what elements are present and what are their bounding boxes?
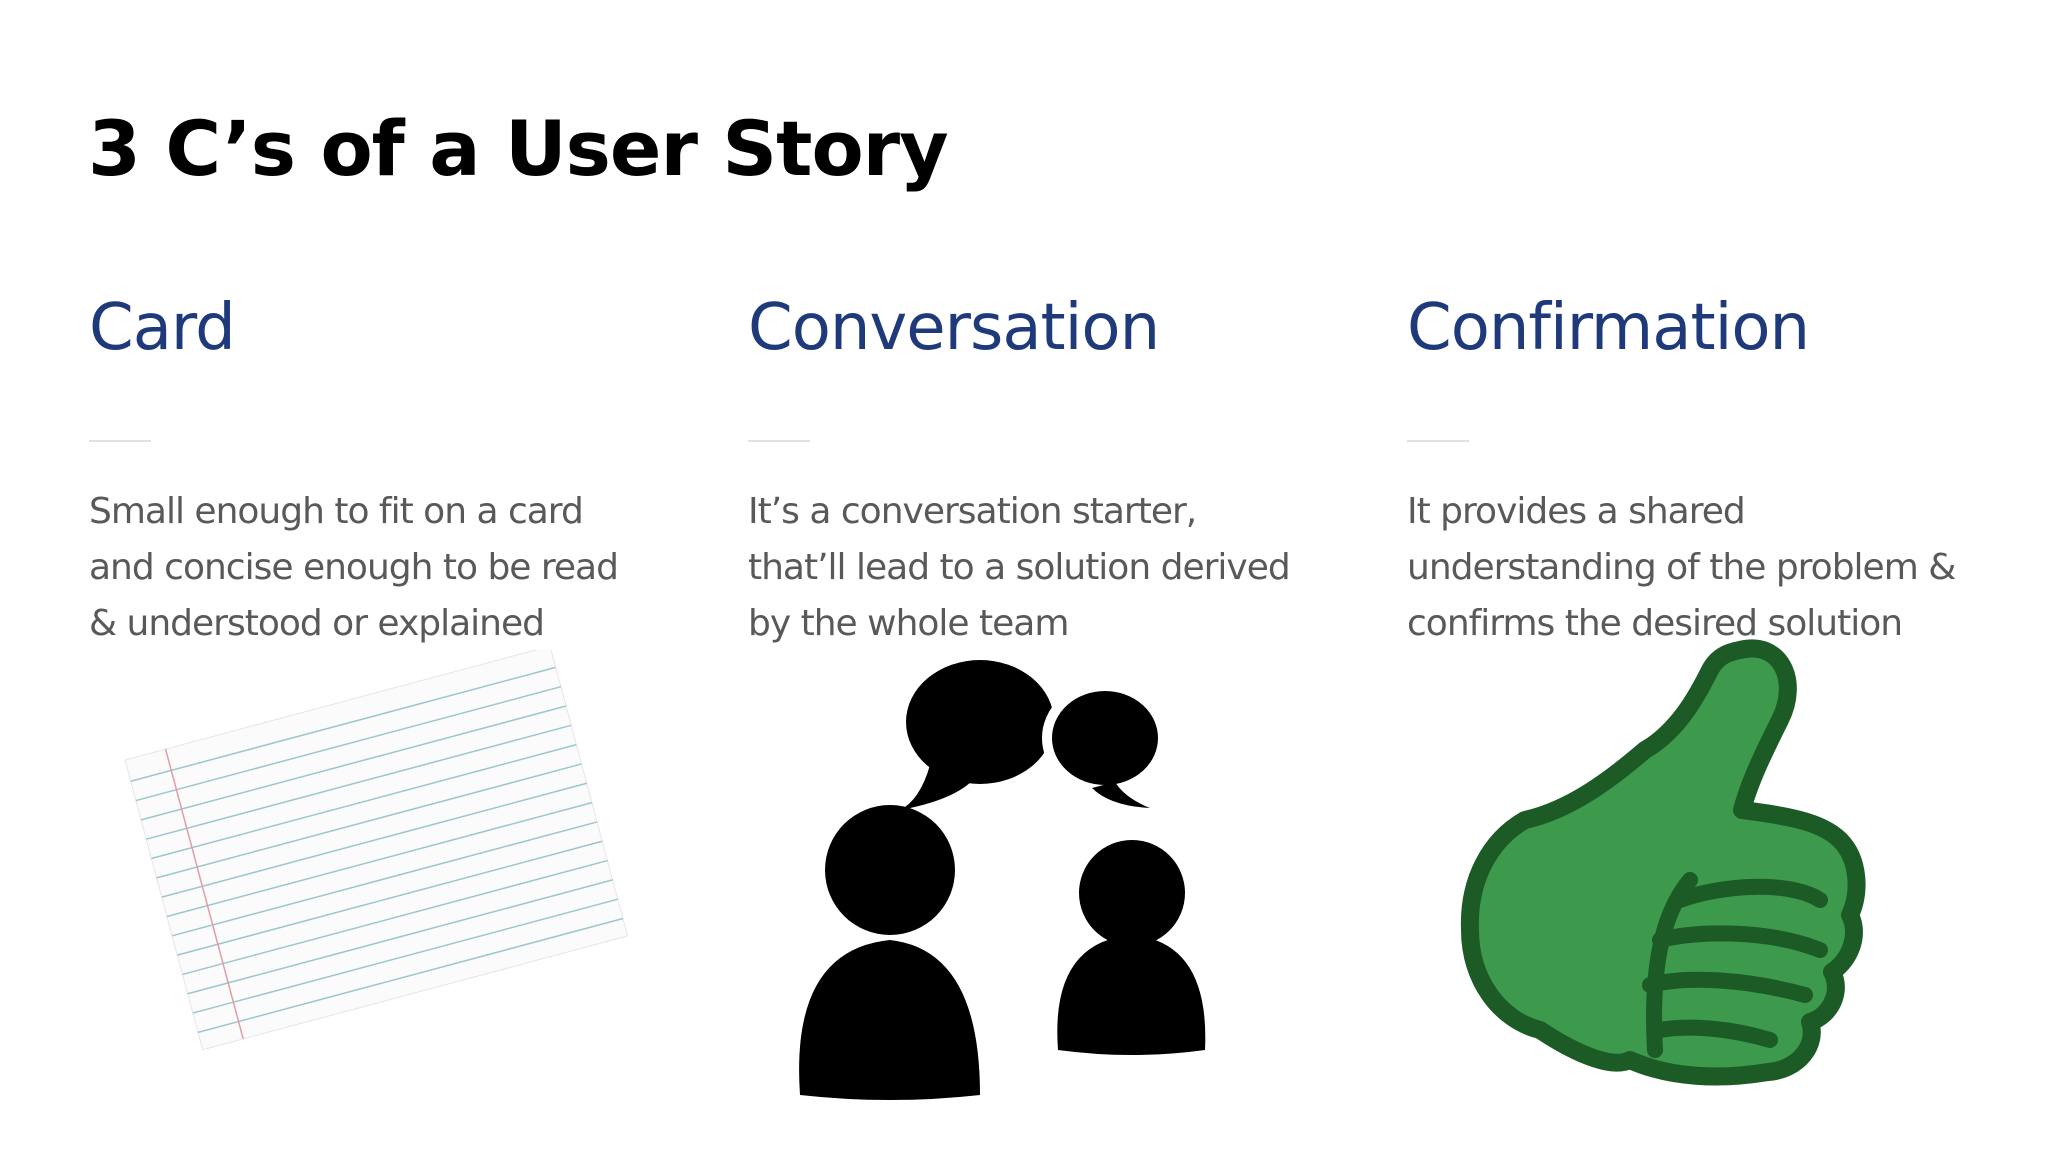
description-line: & understood or explained [89, 603, 545, 644]
conversation-people-icon [799, 660, 1206, 1100]
description-line: that’ll lead to a solution derived [748, 547, 1291, 588]
description-line: It’s a conversation starter, [748, 491, 1197, 532]
column-heading: Card [89, 291, 236, 365]
column-card: Card Small enough to fit on a card and c… [89, 288, 689, 652]
description-line: confirms the desired solution [1407, 603, 1903, 644]
column-description: Small enough to fit on a card and concis… [89, 484, 689, 652]
description-line: It provides a shared [1407, 491, 1746, 532]
column-heading: Conversation [748, 291, 1160, 365]
column-description: It provides a shared understanding of th… [1407, 484, 2007, 652]
description-line: and concise enough to be read [89, 547, 619, 588]
description-line: by the whole team [748, 603, 1069, 644]
description-line: understanding of the problem & [1407, 547, 1956, 588]
thumbs-up-icon [1460, 639, 1866, 1086]
index-card-icon [124, 650, 629, 1051]
description-line: Small enough to fit on a card [89, 491, 584, 532]
column-conversation: Conversation It’s a conversation starter… [748, 288, 1348, 652]
heading-divider [748, 440, 810, 442]
column-description: It’s a conversation starter, that’ll lea… [748, 484, 1348, 652]
column-heading: Confirmation [1407, 291, 1810, 365]
slide-title: 3 C’s of a User Story [88, 104, 949, 193]
heading-divider [1407, 440, 1469, 442]
heading-divider [89, 440, 151, 442]
column-confirmation: Confirmation It provides a shared unders… [1407, 288, 2007, 652]
